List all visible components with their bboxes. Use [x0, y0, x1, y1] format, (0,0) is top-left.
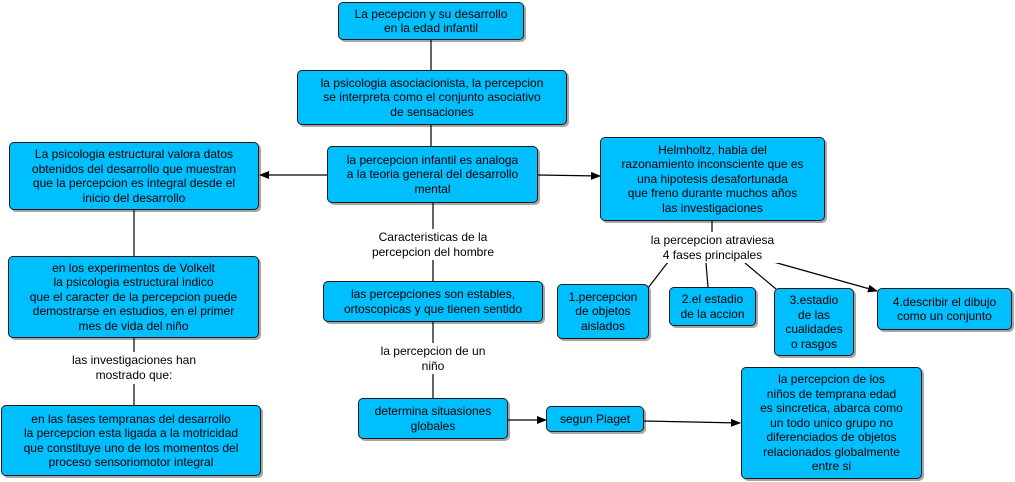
node-helmholtz: Helmholtz, habla del razonamiento incons…	[600, 137, 825, 221]
node-title: La pecepcion y su desarrollo en la edad …	[338, 2, 524, 40]
link-analoga-helmholtz	[537, 171, 601, 180]
label-nino: la percepcion de un niño	[368, 344, 498, 374]
label-caracteristicas: Caracteristicas de la percepcion del hom…	[360, 230, 506, 260]
node-estructural: La psicologia estructural valora datos o…	[9, 142, 259, 210]
node-piaget: segun Piaget	[546, 406, 644, 432]
node-estables: las percepciones son estables, ortoscopi…	[323, 281, 543, 322]
node-fase3: 3.estadio de las cualidades o rasgos	[774, 288, 854, 356]
node-fase2: 2.el estadio de la accion	[669, 287, 756, 326]
node-sincretica: la percepcion de los niños de temprana e…	[741, 367, 922, 479]
node-fases-tempranas: en las fases tempranas del desarrollo la…	[1, 405, 261, 476]
link-piaget-sincretica	[643, 418, 741, 427]
link-atraviesa-fase1	[647, 261, 669, 289]
link-atraviesa-fase3	[744, 262, 777, 290]
label-investigaciones: las investigaciones han mostrado que:	[56, 353, 212, 383]
link-atraviesa-fase4	[769, 260, 878, 293]
node-fase4: 4.describir el dibujo como un conjunto	[877, 288, 1012, 330]
node-volkelt: en los experimentos de Volkelt la psicol…	[8, 256, 259, 338]
node-analoga: la percepcion infantil es analoga a la t…	[327, 146, 538, 203]
node-globales: determina situasiones globales	[358, 398, 508, 439]
label-atraviesa: la percepcion atraviesa 4 fases principa…	[635, 233, 790, 263]
link-atraviesa-fase2	[705, 262, 709, 288]
node-fase1: 1.percepcion de objetos aislados	[557, 284, 649, 339]
node-asociacionista: la psicologia asociacionista, la percepc…	[297, 70, 567, 125]
